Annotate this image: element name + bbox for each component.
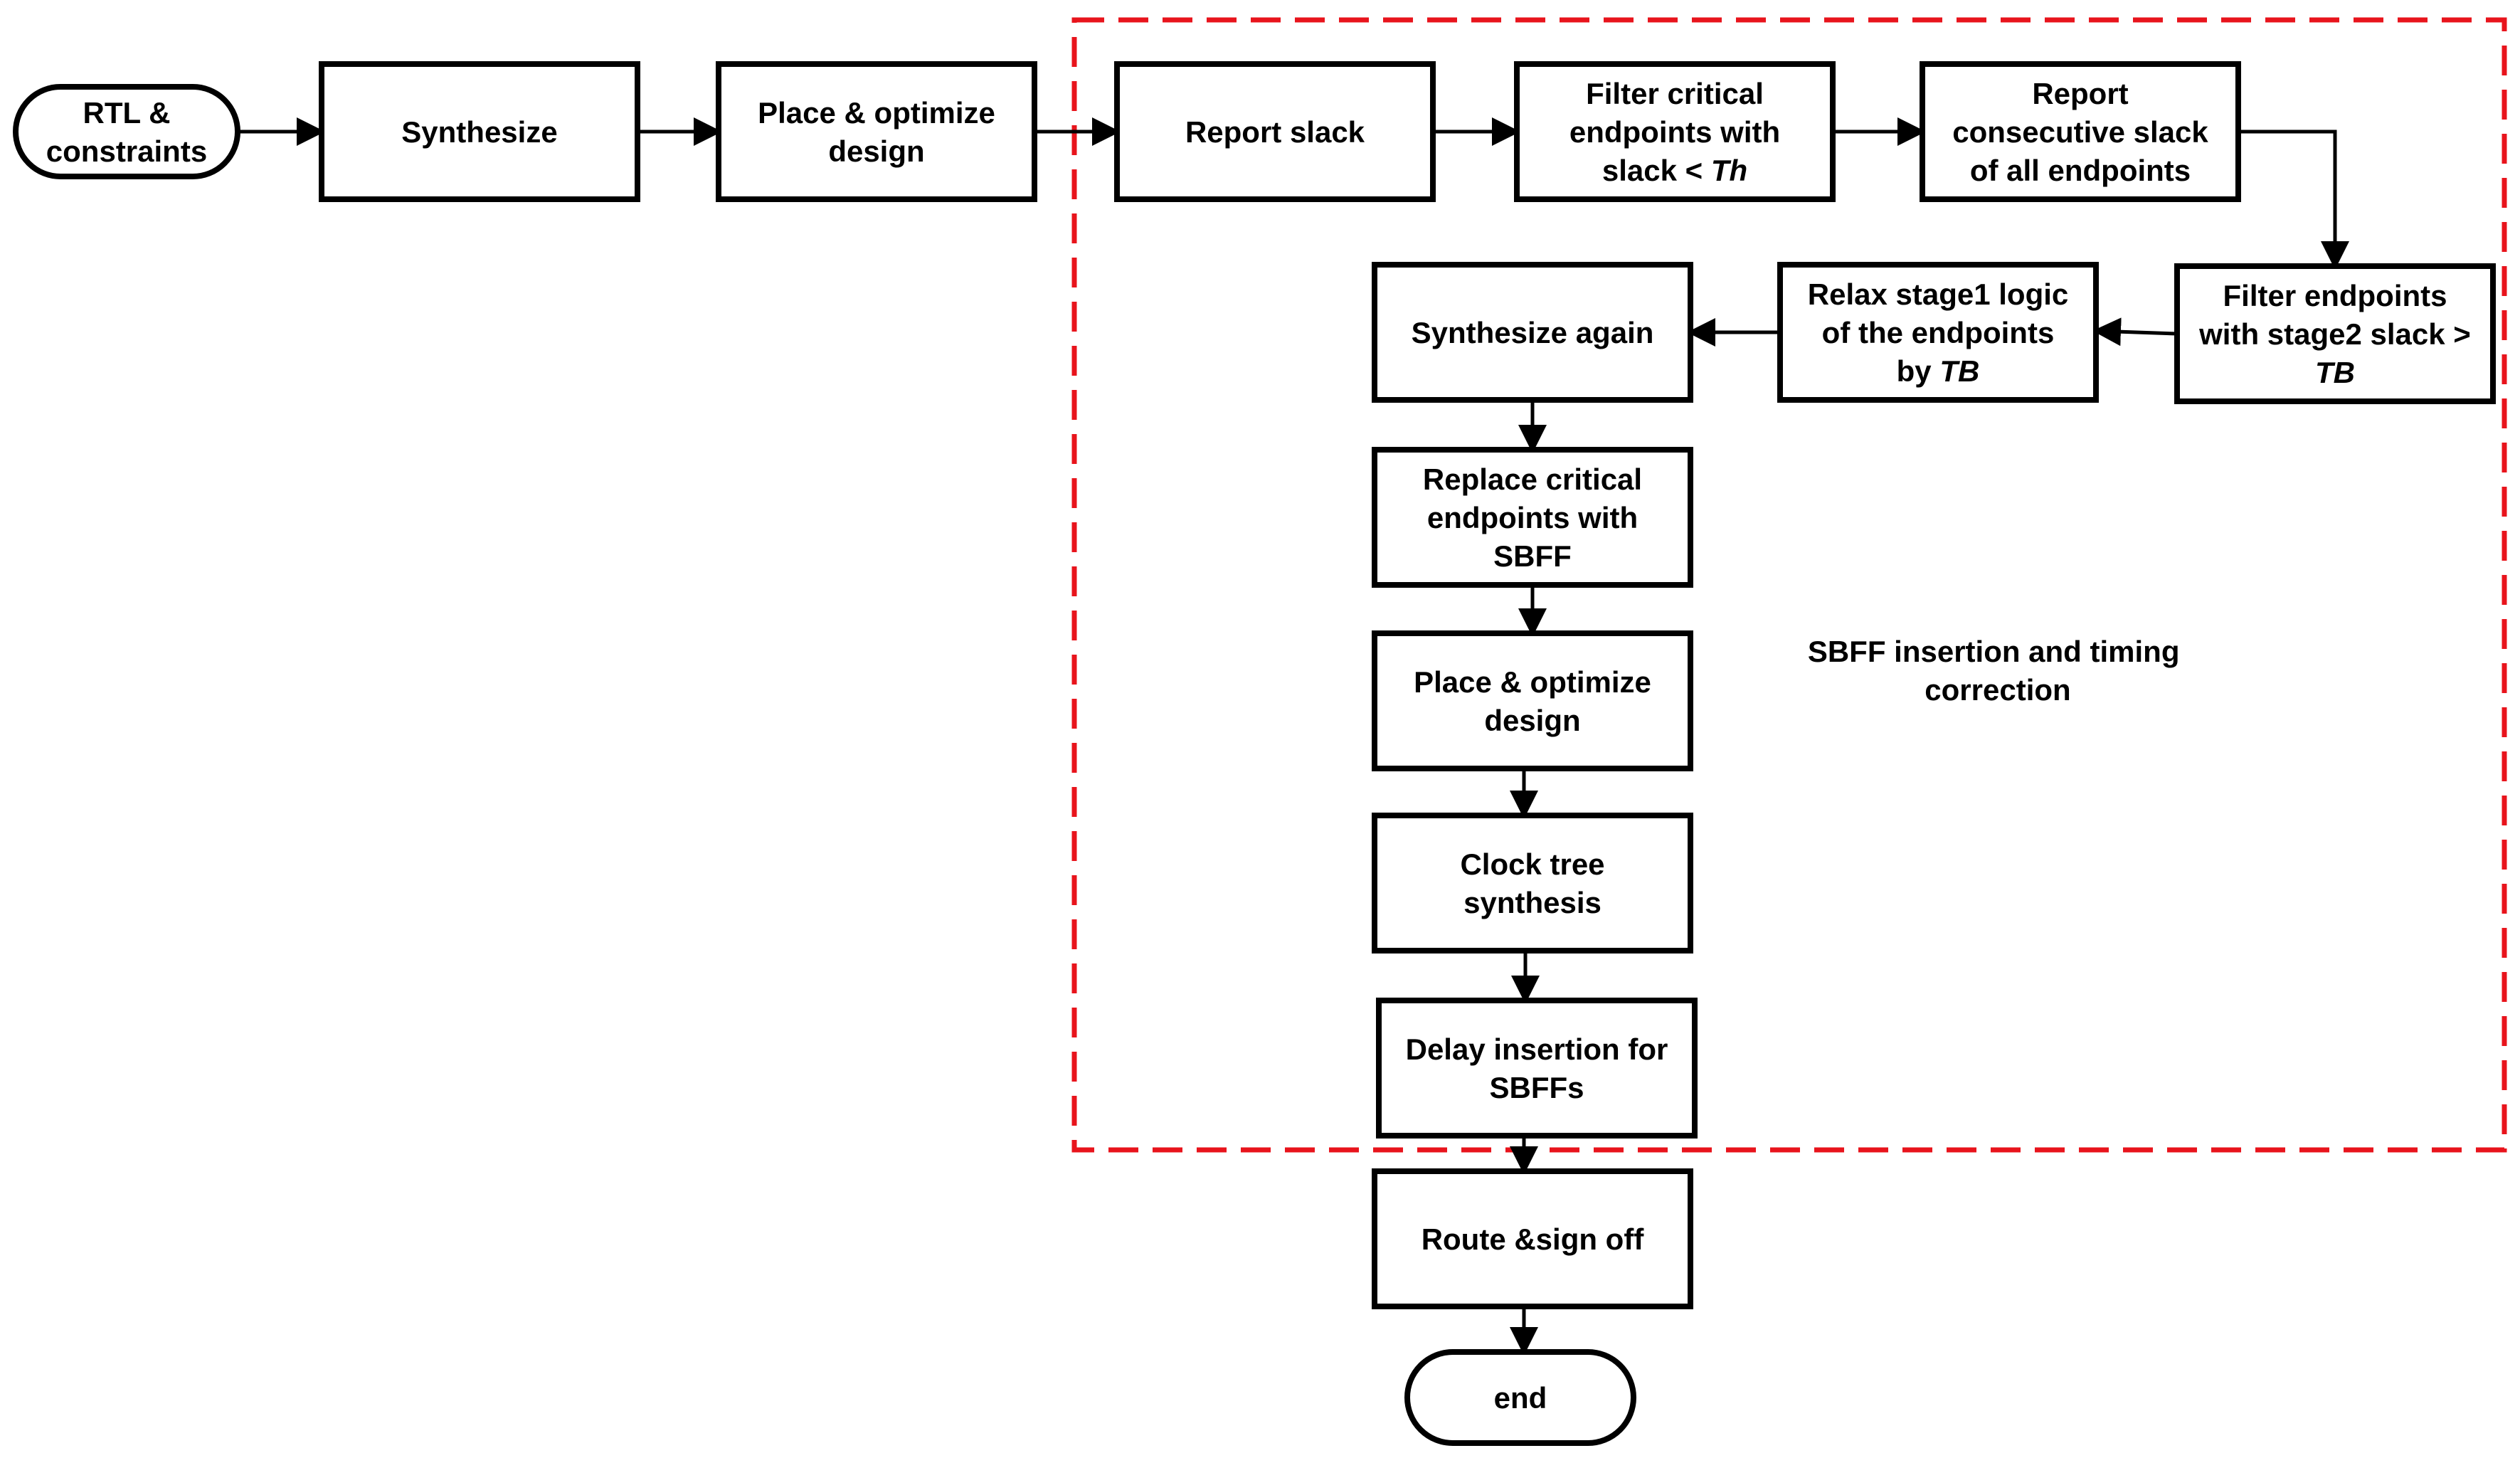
node-label-line: Place & optimize xyxy=(758,96,995,130)
region-label-line-2: correction xyxy=(1925,673,2070,707)
sbff-region-label: SBFF insertion and timing correction xyxy=(1808,635,2188,707)
node-rtl: RTL & constraints xyxy=(13,84,240,179)
edge-filter-stage2-to-relax xyxy=(2092,317,2178,347)
process-box xyxy=(1372,447,1693,588)
node-relax: Relax stage1 logic of the endpoints by TB xyxy=(1777,262,2099,403)
process-box xyxy=(1372,262,1693,403)
process-box xyxy=(1114,61,1436,202)
process-box xyxy=(1376,998,1698,1139)
node-label-line: endpoints with xyxy=(1569,115,1780,149)
terminal-shape xyxy=(13,84,240,179)
node-label: Report slack xyxy=(1185,115,1365,149)
node-route: Route &sign off xyxy=(1372,1168,1693,1309)
edges xyxy=(238,117,2349,1356)
node-synth: Synthesize xyxy=(319,61,640,202)
node-label-line: consecutive slack xyxy=(1952,115,2208,149)
node-label-line: Synthesize again xyxy=(1412,316,1654,349)
node-label: Report consecutive slack of all endpoints xyxy=(1952,77,2208,187)
process-box xyxy=(1372,1168,1693,1309)
node-label-line: SBFFs xyxy=(1489,1071,1584,1104)
node-report-slack: Report slack xyxy=(1114,61,1436,202)
node-label: Route &sign off xyxy=(1422,1222,1645,1256)
edge-report-consec-to-filter-stage2 xyxy=(2238,130,2349,270)
node-label-line: design xyxy=(828,134,924,168)
node-label-line: Report slack xyxy=(1185,115,1365,149)
node-label-line: Clock tree xyxy=(1460,847,1604,881)
process-box xyxy=(1920,61,2241,202)
node-place2: Place & optimize design xyxy=(1372,630,1693,771)
node-label: end xyxy=(1494,1381,1547,1415)
node-label: Synthesize again xyxy=(1412,316,1654,349)
node-label-line: TB xyxy=(2315,356,2355,389)
node-label-line: design xyxy=(1484,704,1580,737)
node-label: Clock tree synthesis xyxy=(1460,847,1604,919)
node-label-line: SBFF xyxy=(1493,539,1572,573)
node-label-line: endpoints with xyxy=(1427,501,1638,534)
node-label-line: Place & optimize xyxy=(1414,665,1651,699)
node-label: Filter critical endpoints with slack < Th xyxy=(1569,77,1780,187)
node-label-line: Filter critical xyxy=(1586,77,1764,110)
node-label-line: of all endpoints xyxy=(1970,154,2191,187)
node-label-line: RTL & xyxy=(83,96,171,130)
node-report-consec: Report consecutive slack of all endpoints xyxy=(1920,61,2241,202)
node-label-line: end xyxy=(1494,1381,1547,1415)
process-box xyxy=(1514,61,1836,202)
node-label: RTL & constraints xyxy=(46,96,207,168)
node-place1: Place & optimize design xyxy=(716,61,1037,202)
node-label-line: Synthesize xyxy=(401,115,557,149)
node-label-line: Relax stage1 logic xyxy=(1808,278,2069,311)
node-label: Place & optimize design xyxy=(758,96,995,168)
node-label: Synthesize xyxy=(401,115,557,149)
node-label-line: slack < Th xyxy=(1602,154,1747,187)
node-cts: Clock tree synthesis xyxy=(1372,813,1693,953)
terminal-shape xyxy=(1404,1349,1636,1446)
node-label-line: Filter endpoints xyxy=(2223,279,2447,312)
region-label-line-1: SBFF insertion and timing xyxy=(1808,635,2180,668)
node-label-line: Replace critical xyxy=(1423,463,1642,496)
node-label: Place & optimize design xyxy=(1414,665,1651,737)
node-label: Relax stage1 logic of the endpoints by TB xyxy=(1808,278,2069,388)
node-filter-crit: Filter critical endpoints with slack < Th xyxy=(1514,61,1836,202)
node-label-line: Route &sign off xyxy=(1422,1222,1645,1256)
node-filter-stage2: Filter endpoints with stage2 slack > TB xyxy=(2174,263,2496,404)
process-box xyxy=(2174,263,2496,404)
process-box xyxy=(1372,630,1693,771)
node-synth-again: Synthesize again xyxy=(1372,262,1693,403)
node-label-line: of the endpoints xyxy=(1822,316,2055,349)
sbff-region-boundary xyxy=(1071,17,2507,1153)
node-label-line: synthesis xyxy=(1463,886,1602,919)
node-label-line: Delay insertion for xyxy=(1406,1032,1668,1066)
process-box xyxy=(1777,262,2099,403)
process-box xyxy=(319,61,640,202)
node-end: end xyxy=(1404,1349,1636,1446)
node-label-line: constraints xyxy=(46,134,207,168)
process-box xyxy=(716,61,1037,202)
node-label-line: by TB xyxy=(1897,354,1980,388)
process-box xyxy=(1372,813,1693,953)
node-label: Filter endpoints with stage2 slack > TB xyxy=(2198,279,2471,389)
node-label-line: Report xyxy=(2032,77,2128,110)
node-label-line: with stage2 slack > xyxy=(2198,317,2471,351)
